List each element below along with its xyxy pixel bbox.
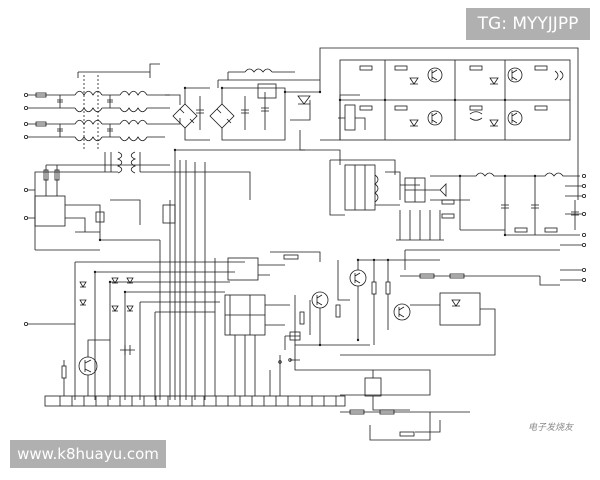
standby-block [23, 164, 170, 240]
bridge-rectifier-2 [209, 87, 250, 141]
aux-transformer [34, 151, 150, 251]
site-url-badge: www.k8huayu.com [10, 440, 166, 468]
left-lower-circuit [23, 321, 135, 396]
protection-circuit [294, 249, 560, 396]
watermark-logo: 电子发烧友 [528, 423, 574, 433]
telegram-badge: TG: MYYJJPP [466, 8, 590, 40]
controller-ic [44, 395, 346, 407]
pwm-driver [214, 251, 321, 396]
input-filter [23, 63, 181, 150]
control-bus [74, 162, 245, 400]
relay-coil [227, 68, 311, 121]
output-terminals [560, 173, 587, 282]
main-transformer [329, 159, 400, 216]
junction-dots [93, 86, 537, 347]
output-filter [460, 172, 580, 236]
bottom-right-circuit [269, 331, 470, 441]
bulk-capacitors [196, 92, 269, 130]
bridge-rectifier-1 [172, 87, 210, 141]
output-rectifier [385, 171, 470, 241]
main-bus [150, 47, 579, 400]
